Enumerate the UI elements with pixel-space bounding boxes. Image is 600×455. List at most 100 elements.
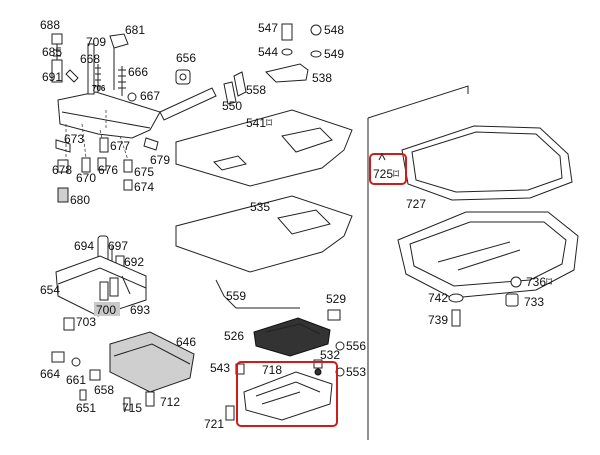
bracket-681[interactable]	[109, 33, 129, 90]
label-538[interactable]: 538	[312, 71, 332, 85]
label-656[interactable]: 656	[176, 51, 196, 65]
label-691[interactable]: 691	[42, 70, 62, 84]
label-680[interactable]: 680	[70, 193, 90, 207]
separator-plate-541[interactable]	[175, 109, 353, 187]
plug-658[interactable]	[89, 369, 101, 381]
spring-693[interactable]	[121, 275, 131, 295]
label-677[interactable]: 677	[110, 139, 130, 153]
rod-709[interactable]	[87, 43, 95, 95]
label-535[interactable]: 535	[250, 200, 270, 214]
label-558[interactable]: 558	[246, 83, 266, 97]
label-532[interactable]: 532	[320, 348, 340, 362]
valve-677[interactable]	[99, 137, 109, 153]
label-547[interactable]: 547	[258, 21, 278, 35]
label-727[interactable]: 727	[406, 197, 426, 211]
label-543[interactable]: 543	[210, 361, 230, 375]
clip-532[interactable]	[313, 359, 323, 369]
label-559[interactable]: 559	[226, 289, 246, 303]
label-667[interactable]: 667	[140, 89, 160, 103]
label-651[interactable]: 651	[76, 401, 96, 415]
spring-666[interactable]	[118, 66, 126, 96]
label-548[interactable]: 548	[324, 23, 344, 37]
label-685[interactable]: 685	[42, 45, 62, 59]
label-658[interactable]: 658	[94, 383, 114, 397]
label-688[interactable]: 688	[40, 18, 60, 32]
label-736[interactable]: 736⌑	[526, 275, 553, 289]
valve-675[interactable]	[123, 159, 133, 173]
oil-pan-727[interactable]	[397, 211, 579, 299]
valve-676[interactable]	[97, 157, 107, 171]
label-692[interactable]: 692	[124, 255, 144, 269]
screw-712[interactable]	[145, 391, 155, 407]
lever-550[interactable]	[223, 81, 237, 105]
connector-664[interactable]	[51, 351, 65, 363]
cover-656[interactable]	[175, 69, 191, 85]
shift-rod[interactable]	[159, 87, 217, 121]
gasket-725[interactable]	[401, 125, 573, 201]
drain-screw-739[interactable]	[451, 309, 461, 327]
valve-673[interactable]	[55, 139, 71, 153]
pipe-559[interactable]	[215, 279, 300, 309]
washer-544[interactable]	[281, 48, 293, 56]
label-549[interactable]: 549	[324, 47, 344, 61]
label-664[interactable]: 664	[40, 367, 60, 381]
valve-700[interactable]	[94, 277, 120, 316]
washer-549[interactable]	[310, 50, 322, 58]
plug-733[interactable]	[505, 293, 519, 307]
clip-691[interactable]	[65, 69, 79, 83]
valve-674[interactable]	[123, 179, 133, 191]
label-679[interactable]: 679	[150, 153, 170, 167]
label-678[interactable]: 678	[52, 163, 72, 177]
valve-679[interactable]	[143, 137, 159, 151]
label-541[interactable]: 541⌑	[246, 116, 273, 130]
label-709[interactable]: 709	[86, 35, 106, 49]
label-725[interactable]: 725⌑	[373, 167, 400, 181]
label-661[interactable]: 661	[66, 373, 86, 387]
valve-piston-685[interactable]	[51, 59, 63, 83]
label-668[interactable]: 668	[80, 52, 100, 66]
label-675[interactable]: 675	[134, 165, 154, 179]
label-715[interactable]: 715	[122, 401, 142, 415]
filter-plate-526[interactable]	[253, 317, 331, 357]
label-670[interactable]: 670	[76, 171, 96, 185]
plug-703[interactable]	[63, 317, 75, 331]
label-550[interactable]: 550	[222, 99, 242, 113]
label-676[interactable]: 676	[98, 163, 118, 177]
label-529[interactable]: 529	[326, 292, 346, 306]
label-556[interactable]: 556	[346, 339, 366, 353]
valve-678[interactable]	[57, 159, 69, 173]
label-694[interactable]: 694	[74, 239, 94, 253]
label-739[interactable]: 739	[428, 313, 448, 327]
valve-body-646[interactable]	[109, 331, 195, 393]
ring-742[interactable]	[448, 293, 464, 303]
separator-plate-535[interactable]	[175, 195, 353, 273]
label-706[interactable]: 706	[92, 84, 106, 93]
label-654[interactable]: 654	[40, 283, 60, 297]
screw-556[interactable]	[335, 341, 345, 351]
spring-plate-538[interactable]	[265, 63, 309, 83]
pin-651[interactable]	[79, 389, 87, 401]
bracket-547[interactable]	[281, 23, 293, 41]
label-703[interactable]: 703	[76, 315, 96, 329]
label-742[interactable]: 742	[428, 291, 448, 305]
label-674[interactable]: 674	[134, 180, 154, 194]
filter-718[interactable]	[243, 368, 333, 421]
screw-715[interactable]	[123, 397, 131, 411]
label-721[interactable]: 721	[204, 417, 224, 431]
screw-661[interactable]	[71, 357, 81, 367]
screw-548[interactable]	[310, 24, 322, 36]
label-673[interactable]: 673	[64, 132, 84, 146]
label-693[interactable]: 693	[130, 303, 150, 317]
label-700[interactable]: 700	[96, 303, 116, 317]
valve-680[interactable]	[57, 187, 69, 203]
label-526[interactable]: 526	[224, 329, 244, 343]
sensor-736[interactable]	[510, 276, 522, 288]
label-697[interactable]: 697	[108, 239, 128, 253]
label-553[interactable]: 553	[346, 365, 366, 379]
label-733[interactable]: 733	[524, 295, 544, 309]
label-666[interactable]: 666	[128, 65, 148, 79]
label-646[interactable]: 646	[176, 335, 196, 349]
label-544[interactable]: 544	[258, 45, 278, 59]
label-681[interactable]: 681	[125, 23, 145, 37]
spring-668[interactable]	[95, 64, 101, 92]
